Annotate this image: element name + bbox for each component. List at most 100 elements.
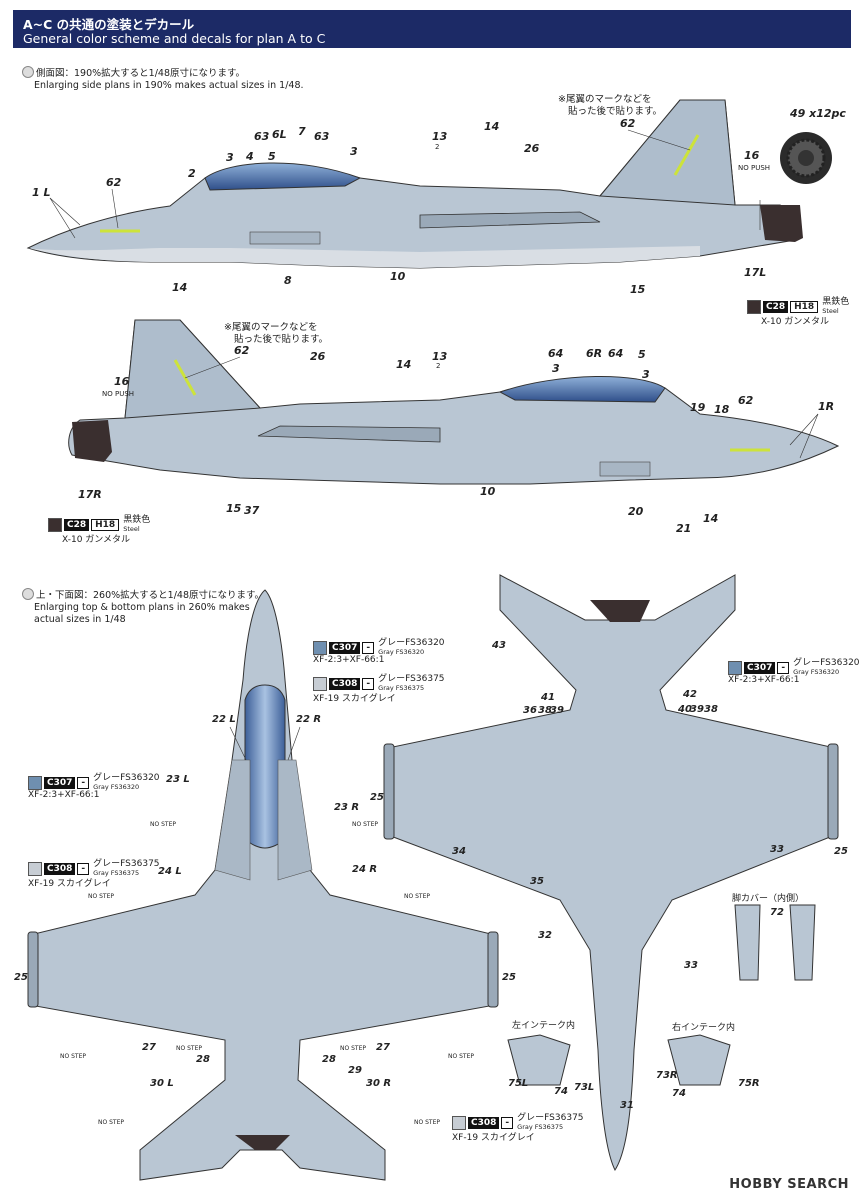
wingtip-left-bottom: [383, 743, 395, 840]
callout-38: 38: [704, 704, 718, 715]
callout-21: 21: [676, 522, 691, 535]
right-intake-title: 右インテーク内: [672, 1021, 735, 1033]
callout-10: 10: [390, 270, 406, 283]
no-step-label: NO STEP: [88, 893, 114, 900]
callout-72: 72: [770, 907, 784, 918]
header-title-jp: A~C の共通の塗装とデカール: [23, 17, 195, 32]
callout-31: 31: [620, 1100, 634, 1111]
callout-43: 43: [491, 640, 506, 651]
tail-stripe: [673, 134, 700, 176]
wingtip-right-bottom: [827, 743, 839, 840]
paint-code: C28: [763, 301, 789, 313]
intakes: [507, 1034, 731, 1086]
paint-code: C308: [329, 678, 361, 690]
lerx-left: [214, 759, 251, 881]
callout-16: 16: [114, 375, 130, 388]
paint-code: C28: [64, 519, 90, 531]
engine-nozzle: [760, 205, 803, 242]
header-title-en: General color scheme and decals for plan…: [23, 31, 326, 46]
color-swatch: [48, 518, 62, 532]
no-step-label: NO STEP: [340, 1045, 366, 1052]
callout-4: 4: [245, 150, 254, 163]
callout-17R: 17R: [78, 488, 102, 501]
callout-33: 33: [684, 960, 698, 971]
paint-name-jp: グレーFS36320: [793, 658, 860, 668]
callout-19: 19: [690, 401, 706, 414]
paint-name-jp: グレーFS36375: [93, 859, 160, 869]
callout-26: 26: [310, 350, 326, 363]
no-push-label: NO PUSH: [102, 390, 134, 398]
side-view-right: [68, 319, 840, 485]
callout-6L: 6L: [272, 128, 287, 141]
callout-62: 62: [234, 344, 250, 357]
callout-25: 25: [14, 972, 28, 983]
callout-39: 39: [550, 705, 564, 716]
callout-23L: 23 L: [166, 774, 190, 785]
callout-23R: 23 R: [334, 802, 359, 813]
callout-25: 25: [834, 846, 848, 857]
paint-sub: XF-19 スカイグレイ: [28, 879, 111, 889]
paint-code: C307: [44, 777, 76, 789]
watermark: HOBBY SEARCH: [729, 1177, 849, 1192]
callout-13: 13: [432, 350, 448, 363]
callout-64: 64: [608, 347, 623, 360]
callout-64: 64: [548, 347, 563, 360]
paint-code: C307: [329, 642, 361, 654]
callout-2: 2: [188, 167, 196, 180]
callout-30L: 30 L: [150, 1078, 174, 1089]
callout-63: 63: [314, 130, 330, 143]
callout-20: 20: [628, 505, 644, 518]
callout-22R: 22 R: [296, 714, 321, 725]
canopy-side-2: [498, 376, 666, 403]
callout-73L: 73L: [574, 1082, 594, 1093]
engine-nozzle-2: [72, 420, 112, 462]
paint-name-en: Gray FS36375: [93, 869, 140, 877]
tail-note-line2: 貼った後で貼ります。: [234, 334, 329, 345]
decal-sheet-icon: [780, 132, 832, 184]
callout-3: 3: [552, 362, 560, 375]
callout-22L: 22 L: [212, 714, 236, 725]
paint-sub: XF-2:3+XF-66:1: [313, 655, 385, 665]
paint-h-code: H18: [91, 519, 120, 531]
tail-note-line1: ※尾翼のマークなどを: [224, 322, 318, 333]
callout-38: 38: [538, 705, 552, 716]
callout-18: 18: [714, 403, 730, 416]
callout-26: 26: [524, 142, 540, 155]
callout-13: 13: [432, 130, 448, 143]
color-swatch: [28, 776, 42, 790]
vertical-tail-2: [124, 319, 262, 419]
paint-name-jp: グレーFS36375: [517, 1113, 584, 1123]
wingtip-left: [27, 931, 39, 1008]
callout-7: 7: [298, 125, 306, 138]
paint-name-jp: グレーFS36320: [378, 638, 445, 648]
paint-name-en: Gray FS36375: [517, 1123, 564, 1131]
side-note-en: Enlarging side plans in 190% makes actua…: [34, 80, 304, 91]
wingtip-right: [487, 931, 499, 1008]
paint-h-code: -: [777, 662, 790, 674]
callout-36: 36: [523, 705, 537, 716]
callout-2-small: 2: [435, 143, 439, 151]
callout-74: 74: [554, 1086, 568, 1097]
callout-3: 3: [350, 145, 358, 158]
leader-lines: [49, 129, 819, 761]
callout-63: 63: [254, 130, 270, 143]
paint-h-code: -: [501, 1117, 514, 1129]
callout-2-small: 2: [436, 362, 440, 370]
color-swatch: [313, 641, 327, 655]
no-step-label: NO STEP: [414, 1119, 440, 1126]
paint-name-jp: グレーFS36375: [378, 674, 445, 684]
callout-1L: 1 L: [32, 186, 51, 199]
color-swatch: [313, 677, 327, 691]
callout-28: 28: [196, 1054, 210, 1065]
callout-1R: 1R: [818, 400, 834, 413]
paint-code: C308: [44, 863, 76, 875]
callout-73R: 73R: [656, 1070, 678, 1081]
top-note-jp: 上・下面図：260%拡大すると1/48原寸になります。: [36, 590, 265, 601]
callout-34: 34: [452, 846, 466, 857]
canopy-side: [204, 162, 362, 191]
paint-name-en: Steel: [123, 525, 140, 533]
